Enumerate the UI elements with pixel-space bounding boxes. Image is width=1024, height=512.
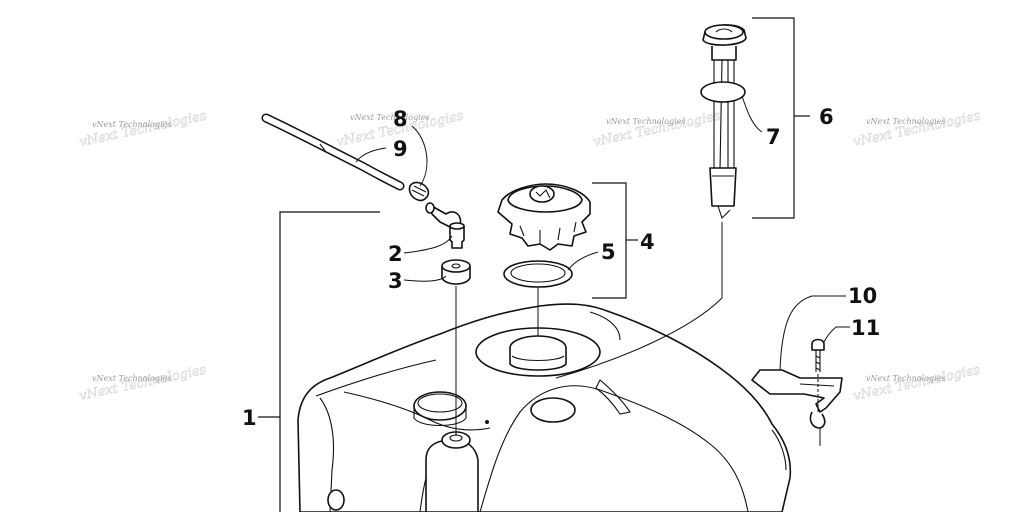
vent-hose[interactable] — [261, 113, 405, 191]
fuel-gauge-cap-top — [704, 24, 744, 40]
callouts: 1 2 3 4 5 6 7 8 9 10 11 — [242, 105, 880, 430]
grommet[interactable] — [441, 259, 471, 285]
watermark-text-1: vNext Technologies — [92, 120, 171, 129]
leader-11 — [823, 326, 850, 343]
leader-8 — [411, 125, 428, 187]
valve-stem-body — [449, 225, 465, 249]
hose-clamp-ridges — [411, 185, 427, 197]
fuel-cap[interactable] — [497, 183, 591, 251]
grommet-top — [441, 259, 471, 273]
callout-9[interactable]: 9 — [393, 137, 408, 161]
watermark-3: vNext Technologies vNext Technologies — [592, 108, 722, 150]
left-fill-ring-inner — [417, 393, 463, 413]
fuel-tank[interactable] — [297, 303, 792, 512]
watermark-ghost-8: vNext Technologies — [852, 362, 982, 404]
grommet-boss — [425, 439, 479, 512]
o-ring-inner — [510, 263, 566, 283]
leader-1-bracket — [279, 211, 380, 512]
callout-8[interactable]: 8 — [393, 107, 408, 131]
mounting-bracket-plate — [751, 369, 843, 413]
fuel-tank-side-panel-edge — [319, 397, 335, 512]
callout-1[interactable]: 1 — [242, 406, 257, 430]
callout-11[interactable]: 11 — [851, 316, 880, 340]
callout-6[interactable]: 6 — [819, 105, 834, 129]
mounting-bracket-hook — [809, 411, 826, 429]
callout-3[interactable]: 3 — [388, 269, 403, 293]
fuel-gauge-collar — [711, 46, 737, 61]
fuel-cap-grip-ribs — [519, 221, 577, 244]
watermark-8: vNext Technologies vNext Technologies — [852, 362, 982, 404]
watermark-ghost-5: vNext Technologies — [78, 362, 208, 404]
hose-clamp[interactable] — [408, 181, 430, 202]
watermark-text-3: vNext Technologies — [606, 117, 685, 126]
fuel-tank-upper-ridge — [343, 391, 491, 431]
fuel-gauge-tip — [717, 205, 731, 220]
tank-dot — [485, 420, 489, 424]
watermark-text-8: vNext Technologies — [866, 374, 945, 383]
gauge-assembly-line — [555, 222, 723, 379]
watermark-ghost-4: vNext Technologies — [852, 108, 982, 150]
gauge-o-ring[interactable] — [700, 81, 746, 103]
callout-10[interactable]: 10 — [848, 284, 877, 308]
leader-9 — [355, 147, 387, 163]
fuel-tank-top-contour — [479, 385, 749, 512]
callout-7[interactable]: 7 — [766, 125, 781, 149]
fuel-tank-rim-line-1 — [315, 359, 437, 397]
callout-2[interactable]: 2 — [388, 242, 403, 266]
fuel-tank-vent-slot — [595, 379, 631, 415]
leader-lines — [258, 17, 850, 512]
watermark-4: vNext Technologies vNext Technologies — [852, 108, 982, 150]
leader-3 — [403, 275, 447, 282]
grommet-hole — [451, 263, 461, 269]
watermark-text-5: vNext Technologies — [92, 374, 171, 383]
vent-hose-fill — [263, 115, 403, 189]
callout-4[interactable]: 4 — [640, 230, 655, 254]
watermark-ghost-3: vNext Technologies — [592, 108, 722, 150]
fuel-gauge-port — [530, 397, 576, 423]
valve-stem[interactable] — [449, 222, 465, 249]
o-ring-outer — [503, 260, 573, 288]
watermark-text-2: vNext Technologies — [350, 113, 429, 122]
watermark-text-4: vNext Technologies — [866, 117, 945, 126]
fuel-tank-rear-notch — [589, 311, 621, 341]
leader-5 — [567, 251, 599, 271]
watermark-1: vNext Technologies vNext Technologies — [78, 108, 208, 150]
left-fill-ring-threads — [413, 406, 467, 427]
leader-2 — [403, 235, 453, 254]
watermark-5: vNext Technologies vNext Technologies — [78, 362, 208, 404]
filler-neck-threads — [509, 348, 567, 371]
bracket-screw-thread — [815, 350, 821, 372]
leader-7 — [741, 95, 763, 133]
callout-5[interactable]: 5 — [601, 240, 616, 264]
bracket-screw[interactable] — [811, 338, 825, 373]
gauge-o-ring-shape — [700, 81, 746, 103]
filler-neck-thread-1 — [511, 355, 565, 362]
vent-hose-joint — [319, 143, 327, 153]
left-fill-ring — [413, 391, 467, 421]
fuel-gauge-assembly[interactable] — [702, 24, 747, 220]
leader-10 — [779, 295, 846, 371]
tank-side-boss — [327, 489, 345, 511]
leader-6-bracket — [752, 17, 795, 219]
fuel-gauge-cap-slot — [715, 28, 733, 33]
watermark-ghost-1: vNext Technologies — [78, 108, 208, 150]
elbow-fitting-end — [425, 202, 435, 214]
tank-right-edge — [771, 429, 787, 471]
fuel-gauge-float — [709, 167, 737, 207]
fuel-gauge-rods — [713, 59, 735, 172]
mounting-bracket-crease — [799, 383, 835, 387]
o-ring[interactable] — [503, 260, 573, 288]
fuel-cap-logo-mark — [535, 189, 551, 199]
valve-stem-top — [449, 222, 465, 230]
bracket-screw-head — [811, 338, 825, 351]
